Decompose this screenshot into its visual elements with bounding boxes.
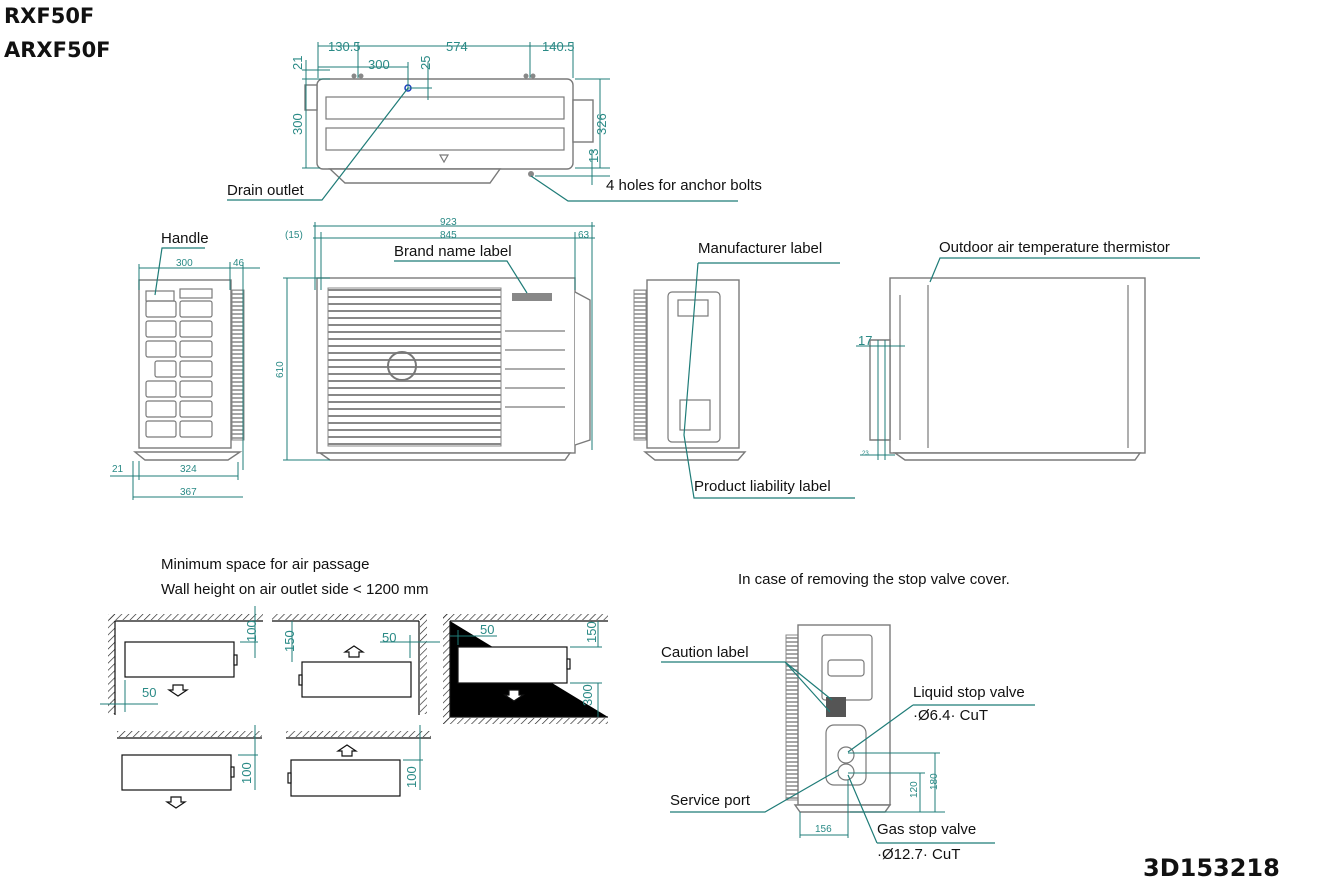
dim-130-5: 130.5 — [328, 39, 361, 54]
dim-610: 610 — [275, 361, 286, 378]
dim-300: 300 — [176, 258, 193, 269]
label-brand-name: Brand name label — [394, 243, 512, 260]
dim-120: 120 — [909, 781, 920, 798]
dim-300-v: 300 — [290, 113, 305, 135]
dim-15: (15) — [285, 230, 303, 241]
dim-46: 46 — [233, 258, 245, 269]
space-b-150: 150 — [282, 630, 297, 652]
space-e-100: 100 — [404, 766, 419, 788]
space-title-1: Minimum space for air passage — [161, 556, 369, 573]
space-c-150: 150 — [584, 621, 599, 643]
label-product-liability: Product liability label — [694, 478, 831, 495]
model-title-2: ARXF50F — [4, 38, 111, 62]
rear-view: 17 23 Outdoor air temperature thermistor — [856, 239, 1200, 461]
dim-367: 367 — [180, 487, 197, 498]
label-manufacturer: Manufacturer label — [698, 240, 822, 257]
dim-574: 574 — [446, 39, 468, 54]
dim-21: 21 — [112, 464, 124, 475]
dim-25: 25 — [418, 56, 433, 70]
top-view: 130.5 574 140.5 300 25 21 300 326 13 Dra… — [227, 39, 762, 202]
space-a-50: 50 — [142, 685, 156, 700]
model-title-1: RXF50F — [4, 4, 94, 28]
space-c-50: 50 — [480, 622, 494, 637]
front-view: 923 (15) 845 63 610 Brand name label — [275, 217, 595, 461]
label-anchor-bolts: 4 holes for anchor bolts — [606, 177, 762, 194]
stop-valve-view: In case of removing the stop valve cover… — [661, 571, 1035, 863]
drawing-number: 3D153218 — [1143, 854, 1280, 882]
label-liquid-stop-valve: Liquid stop valve — [913, 684, 1025, 701]
label-service-port: Service port — [670, 792, 751, 809]
dim-923: 923 — [440, 217, 457, 228]
dim-21: 21 — [290, 56, 305, 70]
space-c-300: 300 — [580, 684, 595, 706]
stop-valve-title: In case of removing the stop valve cover… — [738, 571, 1010, 588]
label-drain-outlet: Drain outlet — [227, 182, 305, 199]
dim-180: 180 — [929, 773, 940, 790]
label-gas-spec: ·Ø12.7· CuT — [877, 846, 960, 863]
minimum-space-diagrams: Minimum space for air passage Wall heigh… — [100, 556, 608, 809]
dim-63: 63 — [578, 230, 590, 241]
space-b-50: 50 — [382, 630, 396, 645]
space-a-100: 100 — [244, 620, 259, 642]
dim-326: 326 — [594, 113, 609, 135]
dim-17: 17 — [858, 333, 872, 348]
dim-845: 845 — [440, 230, 457, 241]
dim-140-5: 140.5 — [542, 39, 575, 54]
label-caution: Caution label — [661, 644, 749, 661]
right-view: Manufacturer label Product liability lab… — [633, 240, 855, 499]
dim-13: 13 — [586, 149, 601, 163]
label-handle: Handle — [161, 230, 209, 247]
label-liquid-spec: ·Ø6.4· CuT — [913, 707, 988, 724]
label-gas-stop-valve: Gas stop valve — [877, 821, 976, 838]
dim-156: 156 — [815, 824, 832, 835]
dim-23: 23 — [862, 451, 869, 457]
dim-324: 324 — [180, 464, 197, 475]
label-thermistor: Outdoor air temperature thermistor — [939, 239, 1170, 256]
dim-300-h: 300 — [368, 57, 390, 72]
side-view: 300 46 21 324 367 Handle — [110, 230, 260, 500]
space-title-2: Wall height on air outlet side < 1200 mm — [161, 581, 429, 598]
space-d-100: 100 — [239, 762, 254, 784]
